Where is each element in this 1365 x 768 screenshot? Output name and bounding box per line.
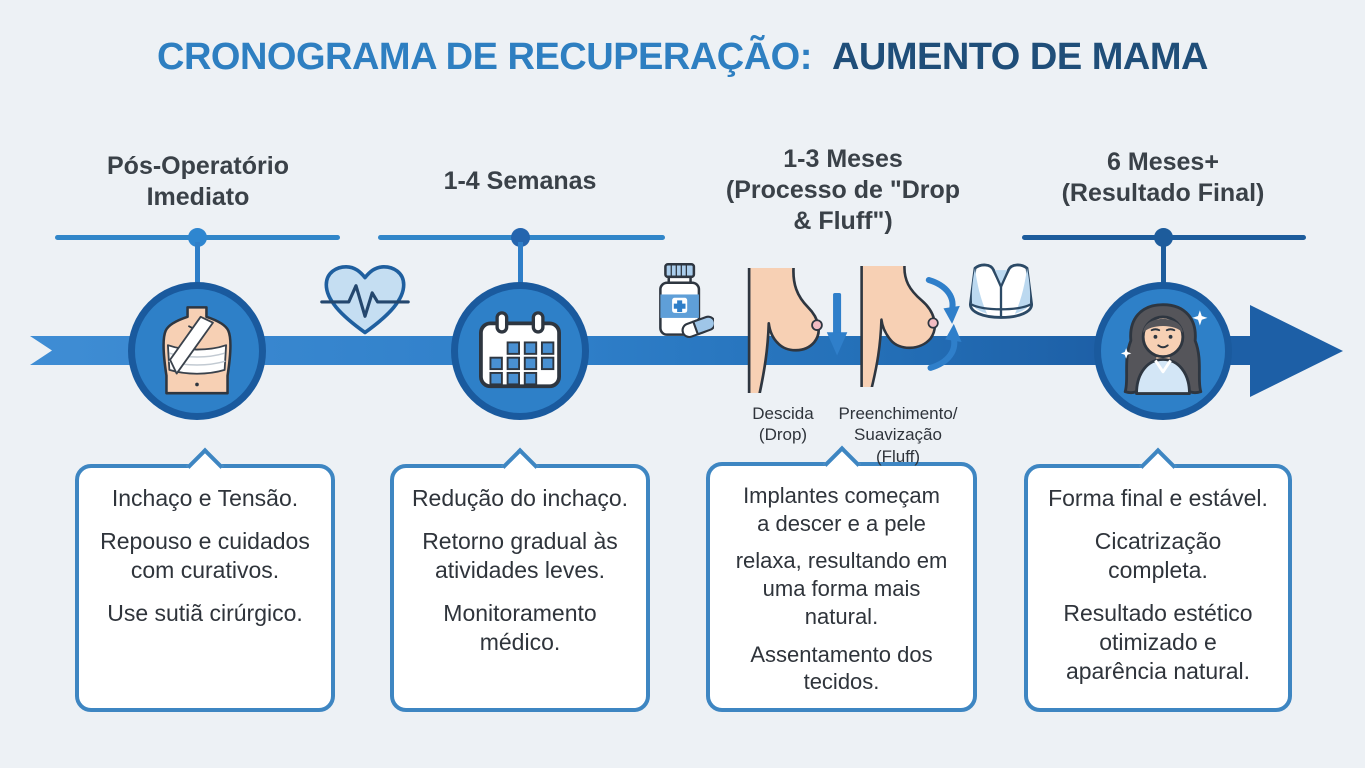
stage3-note: Implantes começam a descer e a pele bbox=[743, 483, 940, 536]
drop-label: Descida (Drop) bbox=[752, 404, 814, 445]
breast-drop-illustration bbox=[740, 263, 852, 398]
stage4-rule-dot bbox=[1154, 228, 1173, 247]
stage1-note: Repouso e cuidados com curativos. bbox=[100, 527, 310, 583]
timeline-arrowhead-icon bbox=[1250, 305, 1343, 397]
stage2-card-notch bbox=[501, 447, 539, 485]
stage1-note: Use sutiã cirúrgico. bbox=[107, 599, 303, 626]
stage4-card-notch bbox=[1139, 447, 1177, 485]
stage2-badge bbox=[451, 282, 589, 420]
stage4-note: Forma final e estável. bbox=[1048, 485, 1268, 511]
stage3-note: relaxa, resultando em uma forma mais nat… bbox=[735, 548, 948, 629]
stage1-connector bbox=[195, 242, 200, 286]
stage3-header: 1-3 Meses (Processo de "Drop & Fluff") bbox=[725, 145, 961, 235]
fluff-label: Preenchimento/ Suavização (Fluff) bbox=[838, 404, 958, 466]
woman-final-result-icon bbox=[1120, 303, 1208, 395]
stage1-header: Pós-Operatório Imediato bbox=[107, 152, 289, 211]
stage2-note: Redução do inchaço. bbox=[411, 485, 629, 511]
stage3-card: Implantes começam a descer e a pele rela… bbox=[706, 445, 977, 712]
breast-fluff-illustration bbox=[853, 261, 965, 392]
bandaged-chest-icon bbox=[162, 306, 232, 395]
stage2-rule-dot bbox=[511, 228, 530, 247]
page-title: CRONOGRAMA DE RECUPERAÇÃO: AUMENTO DE MA… bbox=[0, 36, 1365, 79]
stage4-note: Resultado estético otimizado e aparência… bbox=[1063, 599, 1253, 684]
stage1-note: Inchaço e Tensão. bbox=[111, 485, 299, 511]
stage2-note: Monitoramento médico. bbox=[443, 599, 597, 655]
heart-pulse-icon bbox=[320, 262, 410, 345]
stage2-note: Retorno gradual às atividades leves. bbox=[422, 527, 618, 583]
medicine-bottle-icon bbox=[652, 262, 716, 347]
stage1-card: Inchaço e Tensão. Repouso e cuidados com… bbox=[75, 447, 335, 712]
stage4-note: Cicatrização completa. bbox=[1094, 527, 1222, 583]
stage1-rule-dot bbox=[188, 228, 207, 247]
stage3-note: Assentamento dos tecidos. bbox=[750, 641, 933, 695]
stage2-card: Redução do inchaço. Retorno gradual às a… bbox=[390, 447, 650, 712]
stage1-card-notch bbox=[186, 447, 224, 485]
surgical-bra-icon bbox=[962, 262, 1040, 337]
stage4-card: Forma final e estável. Cicatrização comp… bbox=[1024, 447, 1292, 712]
stage1-badge bbox=[128, 282, 266, 420]
stage4-connector bbox=[1161, 242, 1166, 286]
stage2-connector bbox=[518, 242, 523, 286]
calendar-icon bbox=[479, 311, 561, 389]
stage4-header: 6 Meses+ (Resultado Final) bbox=[1061, 148, 1265, 207]
stage4-badge bbox=[1094, 282, 1232, 420]
stage2-header: 1-4 Semanas bbox=[443, 167, 597, 195]
page-title-part1: CRONOGRAMA DE RECUPERAÇÃO: bbox=[157, 36, 812, 78]
page-title-part2: AUMENTO DE MAMA bbox=[831, 36, 1209, 78]
